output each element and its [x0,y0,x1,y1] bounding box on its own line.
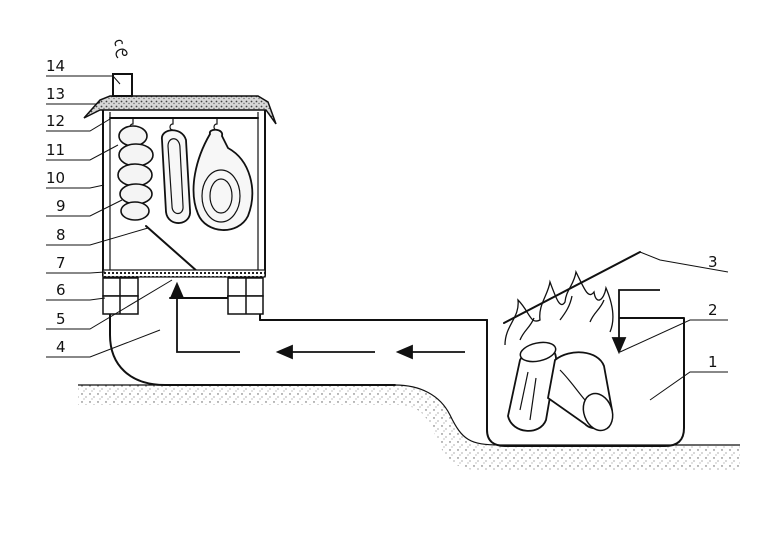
label-8: 8 [56,226,66,244]
label-4: 4 [56,338,66,356]
flue-channel [109,295,488,386]
smoke-flow-arrows [169,281,465,360]
firewood-logs [507,341,614,432]
ground-surface [78,384,740,446]
air-inlet-arrow [611,289,660,355]
label-12: 12 [46,112,65,130]
ground [78,385,740,470]
brick-support-left [102,277,139,315]
meat-loin [161,129,191,224]
label-7: 7 [56,254,66,272]
label-10: 10 [46,169,65,187]
label-2: 2 [708,301,718,319]
brick-support-right [227,277,264,315]
label-11: 11 [46,141,65,159]
label-1: 1 [708,353,718,371]
label-3: 3 [708,253,718,271]
flames [504,269,614,346]
meat-ham [192,128,254,231]
label-5: 5 [56,310,66,328]
label-9: 9 [56,197,66,215]
roof [83,95,277,125]
smoke-curl [114,39,128,59]
drip-slat [145,225,199,273]
hook-2 [169,118,174,131]
leader-lines [46,75,729,401]
sausage-links [117,125,154,221]
label-6: 6 [56,281,66,299]
hook-3 [213,118,218,131]
firebox-pit [486,317,685,447]
label-14: 14 [46,57,65,75]
grate [102,269,266,278]
chimney-pipe [112,73,133,97]
label-13: 13 [46,85,65,103]
part-labels: 14 13 12 11 10 9 8 7 6 5 4 3 2 1 [46,57,718,371]
